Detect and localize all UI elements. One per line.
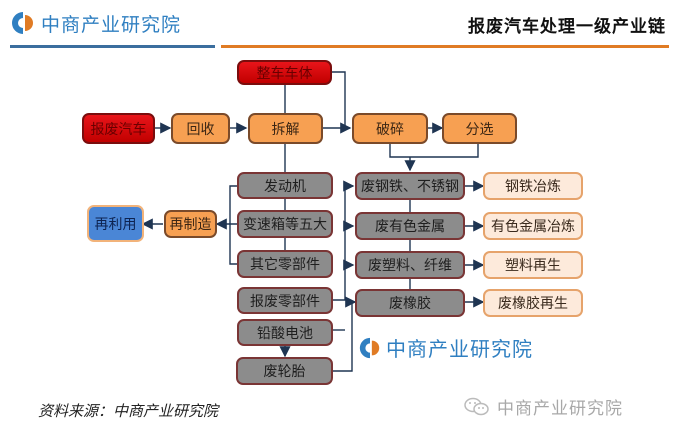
node-gearbox: 变速箱等五大: [237, 210, 333, 238]
node-recycle: 回收: [171, 113, 230, 144]
node-crush: 破碎: [352, 113, 428, 144]
node-rubber: 废橡胶: [355, 289, 465, 317]
node-reuse: 再利用: [87, 205, 144, 242]
node-other-parts: 其它零部件: [237, 250, 333, 278]
line-crush-sort-join: [389, 144, 479, 158]
node-remanufacture: 再制造: [164, 210, 217, 238]
line-body-to-crush: [332, 71, 346, 128]
brand-logo-icon: [12, 12, 33, 34]
node-rubber-regen: 废橡胶再生: [483, 289, 583, 317]
node-scrap-parts: 报废零部件: [237, 287, 333, 314]
node-whole-body: 整车车体: [237, 60, 332, 85]
node-scrap-steel: 废钢铁、不锈钢: [355, 172, 465, 200]
node-scrap-tire: 废轮胎: [236, 357, 333, 385]
brand-name: 中商产业研究院: [41, 13, 182, 36]
line-tire-to-rubber: [333, 296, 357, 372]
header-divider-blue: [10, 45, 215, 48]
node-sort: 分选: [442, 113, 517, 144]
watermark-logo-icon: [359, 337, 380, 358]
node-engine: 发动机: [237, 172, 333, 199]
line-trunk-to-steel: [333, 180, 355, 301]
wechat-watermark: 中商产业研究院: [463, 394, 623, 419]
brand-logo: 中商产业研究院: [10, 10, 181, 36]
header-divider-orange: [221, 45, 669, 48]
watermark-logo: 中商产业研究院: [358, 333, 533, 362]
node-dismantle: 拆解: [248, 113, 323, 144]
source-note: 资料来源：中商产业研究院: [38, 402, 219, 420]
node-plastic-fiber: 废塑料、纤维: [355, 251, 465, 279]
watermark-text: 中商产业研究院: [386, 337, 533, 361]
wechat-icon: [464, 397, 489, 415]
node-nonferrous: 废有色金属: [355, 212, 465, 240]
wechat-account-name: 中商产业研究院: [497, 399, 623, 419]
node-nonferrous-smelting: 有色金属冶炼: [483, 212, 583, 240]
node-steel-smelting: 钢铁冶炼: [483, 172, 583, 200]
node-lead-battery: 铅酸电池: [237, 319, 333, 346]
node-scrap-car: 报废汽车: [82, 113, 155, 144]
line-bracket-parts: [229, 185, 237, 265]
node-plastic-regen: 塑料再生: [483, 251, 583, 279]
page-title: 报废汽车处理一级产业链: [468, 17, 666, 37]
